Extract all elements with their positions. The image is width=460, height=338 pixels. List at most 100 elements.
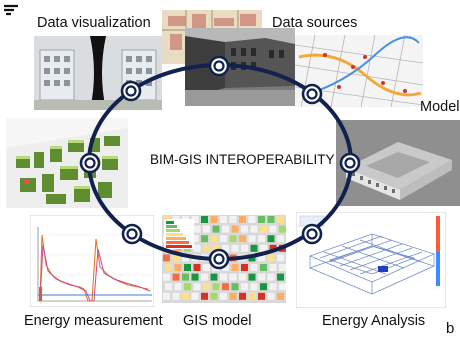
gis-building-block xyxy=(239,292,246,300)
gis-building-block xyxy=(174,283,182,291)
gis-building-block xyxy=(239,235,246,243)
gis-building-block xyxy=(174,264,182,271)
gis-building-block xyxy=(163,254,170,262)
energy-analysis-image xyxy=(296,212,446,308)
gis-building-block xyxy=(172,273,180,281)
gis-building-block xyxy=(229,254,237,262)
gis-building-block xyxy=(201,292,208,300)
gis-building-block xyxy=(250,264,258,271)
gis-building-block xyxy=(248,216,256,223)
gis-building-block xyxy=(193,264,201,271)
gis-building-block xyxy=(239,216,246,223)
gis-building-block xyxy=(222,244,229,252)
gis-building-block xyxy=(260,264,267,271)
data-sources-label: Data sources xyxy=(272,15,358,31)
gis-legend-swatch xyxy=(166,241,189,244)
gis-building-block xyxy=(203,264,210,271)
gis-building-block xyxy=(201,273,208,281)
gis-building-block xyxy=(267,292,275,300)
model-label: Model xyxy=(420,99,460,115)
gis-building-block xyxy=(267,216,275,223)
gis-building-block xyxy=(191,292,199,300)
gis-building-block xyxy=(241,225,248,233)
gis-building-block xyxy=(191,273,199,281)
gis-building-block xyxy=(220,235,227,243)
gis-building-block xyxy=(203,225,210,233)
gis-building-block xyxy=(222,283,229,291)
gis-building-block xyxy=(250,225,258,233)
gis-building-block xyxy=(279,225,286,233)
gis-building-block xyxy=(241,244,248,252)
gis-legend-swatch xyxy=(166,221,174,224)
gis-building-block xyxy=(212,225,220,233)
gis-building-block xyxy=(203,283,210,291)
gis-building-block xyxy=(212,264,220,271)
gis-building-block xyxy=(222,264,229,271)
gis-building-block xyxy=(231,264,239,271)
gis-building-block xyxy=(220,216,227,223)
data-visualization-image xyxy=(34,36,162,110)
gis-building-block xyxy=(250,283,258,291)
gis-building-block xyxy=(269,283,277,291)
energy-measurement-label: Energy measurement xyxy=(24,313,163,329)
gis-building-block xyxy=(163,292,170,300)
historic-photo-image xyxy=(185,28,295,106)
gis-building-block xyxy=(165,264,172,271)
gis-building-block xyxy=(191,254,199,262)
gis-building-block xyxy=(239,254,246,262)
gis-building-block xyxy=(229,292,237,300)
gis-building-block xyxy=(163,273,170,281)
gis-building-block xyxy=(220,273,227,281)
gis-building-block xyxy=(220,254,227,262)
energy-analysis-label: Energy Analysis xyxy=(322,313,426,329)
gis-building-block xyxy=(212,283,220,291)
gis-building-block xyxy=(260,244,267,252)
gis-building-block xyxy=(267,254,275,262)
gis-building-block xyxy=(182,292,189,300)
gis-building-block xyxy=(260,225,267,233)
gis-building-block xyxy=(248,273,256,281)
gis-building-block xyxy=(267,273,275,281)
figure-panel-letter: b xyxy=(446,320,455,337)
gis-building-block xyxy=(193,244,201,252)
gis-legend-swatch xyxy=(166,233,183,236)
building-model-image xyxy=(336,120,460,206)
gis-building-block xyxy=(193,225,201,233)
gis-building-block xyxy=(258,235,265,243)
gis-building-block xyxy=(193,283,201,291)
gis-building-block xyxy=(229,216,237,223)
gis-building-block xyxy=(277,254,284,262)
gis-legend-swatch xyxy=(166,245,192,248)
gis-building-block xyxy=(248,254,256,262)
gis-building-block xyxy=(210,235,218,243)
gis-building-block xyxy=(231,283,239,291)
gis-building-block xyxy=(201,216,208,223)
gis-building-block xyxy=(184,283,191,291)
gis-building-block xyxy=(182,273,189,281)
gis-building-block xyxy=(279,283,286,291)
gis-legend-swatch xyxy=(166,237,186,240)
gis-building-block xyxy=(250,244,258,252)
gis-building-block xyxy=(203,244,210,252)
gis-building-block xyxy=(267,235,275,243)
gis-building-block xyxy=(172,254,180,262)
gis-model-label: GIS model xyxy=(183,313,252,329)
gis-building-block xyxy=(201,254,208,262)
gis-building-block xyxy=(222,225,229,233)
gis-building-block xyxy=(279,244,286,252)
gis-legend-swatch xyxy=(166,229,180,232)
city-3d-model-image xyxy=(6,118,128,208)
gis-building-block xyxy=(212,244,220,252)
gis-building-block xyxy=(229,273,237,281)
gis-building-block xyxy=(165,283,172,291)
gis-building-block xyxy=(277,235,284,243)
gis-model-image xyxy=(162,215,286,303)
gis-building-block xyxy=(231,244,239,252)
gis-building-block xyxy=(241,264,248,271)
gis-building-block xyxy=(277,216,284,223)
gis-building-block xyxy=(248,292,256,300)
gis-building-block xyxy=(258,273,265,281)
gis-building-block xyxy=(210,292,218,300)
gis-building-block xyxy=(172,292,180,300)
gis-building-block xyxy=(269,264,277,271)
